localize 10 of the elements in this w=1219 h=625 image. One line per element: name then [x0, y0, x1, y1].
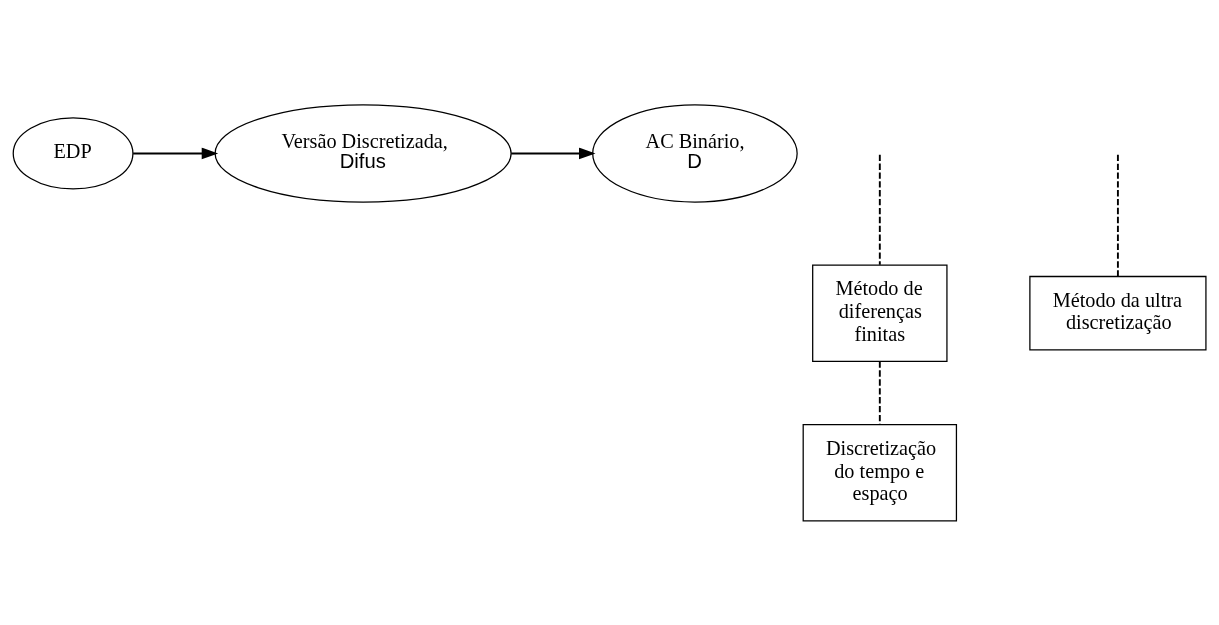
node-ellipse: EDP — [12, 116, 134, 190]
node-ellipse: Versão Discretizada, Difus — [214, 103, 512, 203]
arrow — [510, 147, 596, 159]
node-ellipse: AC Binário, D — [592, 103, 798, 203]
connector — [1116, 153, 1119, 277]
node-box: Método da ultra discretização — [1029, 275, 1207, 351]
node-box: Discretização do tempo e espaço — [802, 423, 958, 522]
connector — [878, 153, 881, 266]
arrow — [132, 147, 219, 159]
node-box: Método de diferenças finitas — [812, 263, 948, 362]
